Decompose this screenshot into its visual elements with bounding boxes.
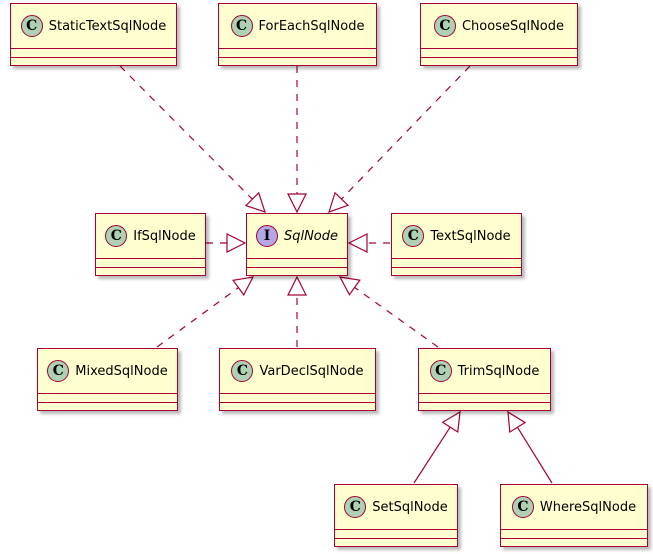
interface-sql-node[interactable]: I SqlNode [246,213,348,276]
class-spot-icon: C [105,225,128,247]
edge-arrowhead-if_sql_node [226,233,247,253]
class-spot-icon: C [402,225,425,247]
class-mixed-sql-node[interactable]: C MixedSqlNode [37,348,178,411]
edge-arrowhead-set_sql_node [441,410,461,434]
class-spot-icon: C [47,360,70,382]
edge-arrowhead-choose_sql_node [328,191,350,213]
class-name: StaticTextSqlNode [48,18,167,34]
class-spot-icon: C [429,360,452,382]
edge-realization-static_text_sql_node [119,65,253,200]
class-name: TrimSqlNode [457,363,540,379]
interface-name: SqlNode [283,228,339,244]
class-name: ChooseSqlNode [461,18,565,34]
edge-arrowhead-mixed_sql_node [232,276,255,297]
class-var-decl-sql-node[interactable]: C VarDeclSqlNode [219,348,376,411]
class-name: SetSqlNode [372,499,448,515]
edge-realization-mixed_sql_node [156,287,239,348]
class-name: ForEachSqlNode [258,18,365,34]
class-set-sql-node[interactable]: C SetSqlNode [334,484,458,547]
class-name: TextSqlNode [430,228,511,244]
class-spot-icon: C [511,496,534,518]
interface-spot-icon: I [255,225,278,247]
class-spot-icon: C [344,496,367,518]
class-trim-sql-node[interactable]: C TrimSqlNode [418,348,551,411]
edge-realization-choose_sql_node [341,65,471,200]
edge-arrowhead-static_text_sql_node [244,191,266,213]
class-spot-icon: C [20,15,43,37]
edge-inheritance-set_sql_node [413,426,451,484]
class-choose-sql-node[interactable]: C ChooseSqlNode [420,3,578,66]
class-name: IfSqlNode [133,228,196,244]
class-for-each-sql-node[interactable]: C ForEachSqlNode [218,3,377,66]
edge-arrowhead-var_decl_sql_node [287,275,307,296]
class-text-sql-node[interactable]: C TextSqlNode [391,213,522,276]
class-name: VarDeclSqlNode [259,363,364,379]
class-name: MixedSqlNode [75,363,168,379]
edge-inheritance-where_sql_node [516,426,553,484]
class-static-text-sql-node[interactable]: C StaticTextSqlNode [10,3,177,66]
class-spot-icon: C [230,15,253,37]
class-where-sql-node[interactable]: C WhereSqlNode [500,484,648,547]
class-if-sql-node[interactable]: C IfSqlNode [95,213,206,276]
edge-arrowhead-text_sql_node [347,233,368,253]
class-spot-icon: C [231,360,254,382]
class-spot-icon: C [433,15,456,37]
edge-arrowhead-for_each_sql_node [287,193,307,214]
edge-arrowhead-trim_sql_node [338,276,361,296]
edge-realization-trim_sql_node [354,286,439,348]
edge-arrowhead-where_sql_node [507,410,527,434]
class-name: WhereSqlNode [539,499,637,515]
